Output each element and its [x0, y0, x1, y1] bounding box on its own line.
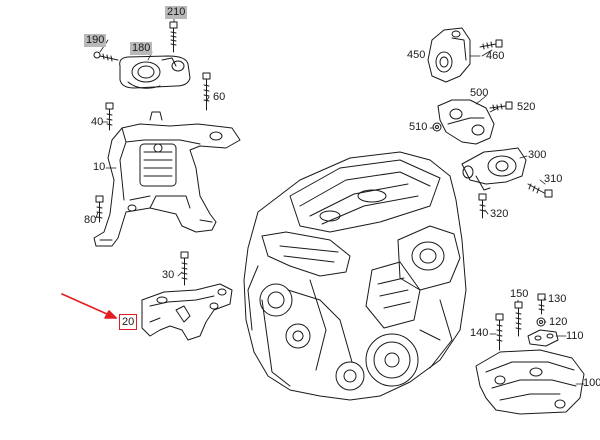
callout-150: 150	[510, 288, 529, 300]
part-10-bracket	[93, 111, 241, 247]
callout-110: 110	[566, 330, 584, 342]
callout-180: 180	[130, 42, 153, 55]
callout-500: 500	[470, 87, 489, 99]
part-190-bolt	[93, 51, 119, 62]
part-500-bracket	[437, 99, 495, 145]
part-110-plate	[527, 329, 559, 347]
callout-140: 140	[470, 327, 489, 339]
part-140-bolt	[495, 313, 504, 351]
part-150-bolt	[514, 301, 523, 337]
callout-60: 60	[213, 91, 226, 103]
part-180-mount	[119, 55, 191, 89]
callout-120: 120	[549, 316, 568, 328]
part-60-bolt	[202, 72, 211, 111]
part-100-support	[475, 349, 585, 415]
callout-310: 310	[544, 173, 563, 185]
part-130-bolt	[537, 293, 546, 315]
callout-30: 30	[162, 269, 175, 281]
part-450-mount	[427, 27, 471, 83]
callout-80: 80	[84, 214, 97, 226]
callout-510: 510	[409, 121, 428, 133]
callout-450: 450	[407, 49, 426, 61]
part-30-bolt	[180, 251, 189, 286]
callout-210: 210	[165, 6, 188, 19]
part-40-bolt	[105, 102, 114, 131]
callout-20: 20	[119, 314, 138, 330]
callout-300: 300	[528, 149, 547, 161]
part-510-washer	[432, 122, 442, 132]
callout-320: 320	[490, 208, 509, 220]
callout-10: 10	[93, 161, 106, 173]
part-460-bolt	[479, 39, 503, 50]
part-300-mount	[461, 147, 527, 191]
callout-100: 100	[583, 377, 600, 389]
part-320-bolt	[478, 193, 487, 219]
callout-520: 520	[517, 101, 536, 113]
part-210-bolt	[169, 21, 178, 53]
callout-130: 130	[548, 293, 567, 305]
highlight-arrow	[61, 293, 117, 319]
part-310-bolt	[527, 183, 553, 198]
callout-460: 460	[486, 50, 505, 62]
part-520-bolt	[489, 101, 513, 111]
engine-assembly	[243, 151, 467, 401]
part-20-bracket	[141, 283, 233, 341]
leader-lines	[95, 17, 585, 385]
callout-40: 40	[91, 116, 104, 128]
callout-190: 190	[84, 34, 107, 47]
